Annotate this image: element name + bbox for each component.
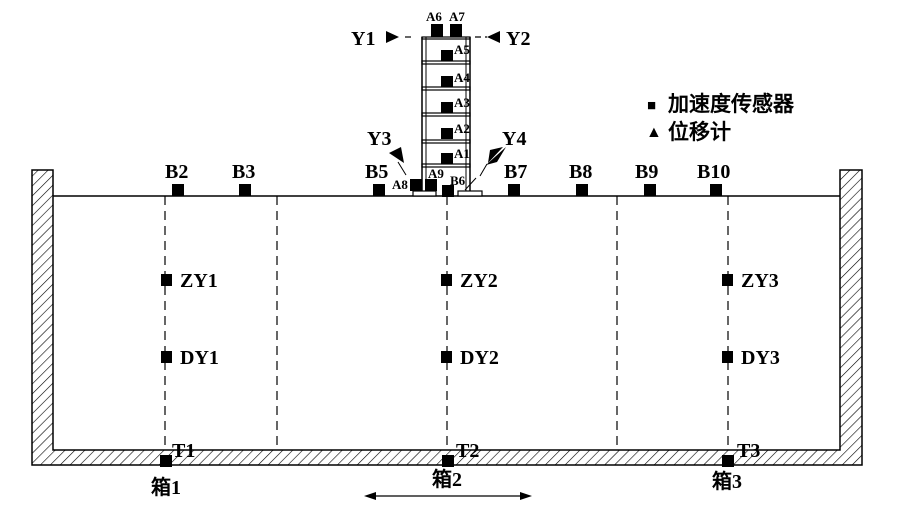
sensor-a3-marker xyxy=(441,102,453,113)
sensor-b5-marker xyxy=(373,184,385,196)
label-a3: A3 xyxy=(454,95,470,110)
label-b2: B2 xyxy=(165,161,188,183)
sensor-b2-marker xyxy=(172,184,184,196)
labels: A6 A7 A5 A4 A3 A2 A1 A8 A9 B6 Y1 Y2 Y3 Y… xyxy=(151,9,780,499)
label-dy3: DY3 xyxy=(741,347,780,369)
label-a4: A4 xyxy=(454,70,470,85)
sensor-a6-marker xyxy=(431,24,443,37)
label-b10: B10 xyxy=(697,161,730,183)
building-model xyxy=(405,36,487,197)
shaking-direction-arrow xyxy=(364,492,532,500)
label-dy2: DY2 xyxy=(460,347,499,369)
y3-triangle-icon xyxy=(389,147,404,163)
label-t1: T1 xyxy=(172,440,195,462)
label-box2: 箱2 xyxy=(432,467,462,491)
label-dy1: DY1 xyxy=(180,347,219,369)
sensor-dy2-marker xyxy=(441,351,452,363)
sensor-b6-marker xyxy=(442,185,454,197)
label-zy2: ZY2 xyxy=(460,270,498,292)
sensor-a2-marker xyxy=(441,128,453,139)
sensor-t1-marker xyxy=(160,455,172,467)
sensor-b10-marker xyxy=(710,184,722,196)
sensor-zy2-marker xyxy=(441,274,452,286)
right-base-plate xyxy=(457,190,483,197)
sensor-t2-marker xyxy=(442,455,454,467)
label-a5: A5 xyxy=(454,42,470,57)
sensor-a5-marker xyxy=(441,50,453,61)
y2-triangle-icon xyxy=(487,31,500,43)
label-box3: 箱3 xyxy=(712,469,742,493)
label-a8: A8 xyxy=(392,177,408,192)
label-t3: T3 xyxy=(737,440,760,462)
label-y4: Y4 xyxy=(502,128,526,150)
label-b5: B5 xyxy=(365,161,388,183)
y4-triangle-icon xyxy=(488,147,503,163)
label-box1: 箱1 xyxy=(151,475,181,499)
sensor-a1-marker xyxy=(441,153,453,164)
sensor-zy1-marker xyxy=(161,274,172,286)
legend-displacement-label: 位移计 xyxy=(668,120,731,144)
sensor-dy3-marker xyxy=(722,351,733,363)
sensor-b9-marker xyxy=(644,184,656,196)
sensor-b3-marker xyxy=(239,184,251,196)
label-a6: A6 xyxy=(426,9,442,24)
container-wall xyxy=(31,169,863,466)
label-a1: A1 xyxy=(454,146,470,161)
label-y1: Y1 xyxy=(351,28,375,50)
label-y3: Y3 xyxy=(367,128,391,150)
label-a7: A7 xyxy=(449,9,465,24)
label-b9: B9 xyxy=(635,161,658,183)
displacement-meters xyxy=(386,31,506,165)
label-y2: Y2 xyxy=(506,28,530,50)
label-b6: B6 xyxy=(450,173,466,188)
y1-triangle-icon xyxy=(386,31,399,43)
label-b3: B3 xyxy=(232,161,255,183)
legend: ■ 加速度传感器 ▲ 位移计 xyxy=(646,92,795,144)
sensor-t3-marker xyxy=(722,455,734,467)
legend-accelerometer-icon: ■ xyxy=(647,98,656,114)
label-t2: T2 xyxy=(456,440,479,462)
legend-displacement-icon: ▲ xyxy=(646,124,662,141)
label-b7: B7 xyxy=(504,161,527,183)
sensor-a9-marker xyxy=(425,179,437,191)
label-b8: B8 xyxy=(569,161,592,183)
sensor-zy3-marker xyxy=(722,274,733,286)
sensor-a7-marker xyxy=(450,24,462,37)
soil-container xyxy=(31,169,863,466)
label-a2: A2 xyxy=(454,121,470,136)
sensor-b8-marker xyxy=(576,184,588,196)
sensor-a4-marker xyxy=(441,76,453,87)
label-a9: A9 xyxy=(428,166,444,181)
sensor-dy1-marker xyxy=(161,351,172,363)
legend-accelerometer-label: 加速度传感器 xyxy=(667,92,795,116)
label-zy1: ZY1 xyxy=(180,270,218,292)
box-dividers xyxy=(164,196,729,450)
sensor-a8-marker xyxy=(410,179,422,191)
sensor-b7-marker xyxy=(508,184,520,196)
left-base-plate xyxy=(412,190,437,197)
y4-triangle-fill xyxy=(486,147,506,165)
accelerometers xyxy=(160,24,734,467)
label-zy3: ZY3 xyxy=(741,270,779,292)
